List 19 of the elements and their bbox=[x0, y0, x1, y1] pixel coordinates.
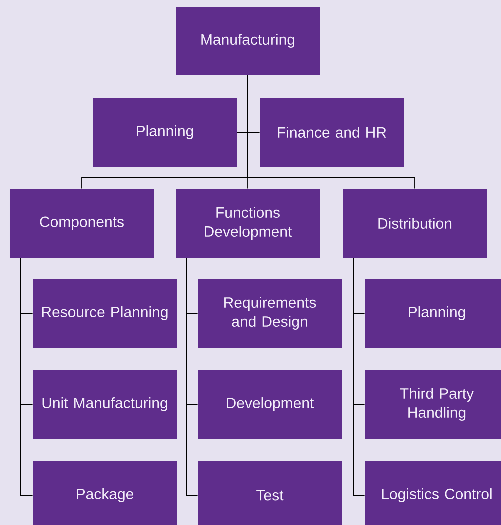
connector-line bbox=[353, 258, 366, 496]
org-box: Resource Planning bbox=[33, 279, 177, 348]
org-box: Test bbox=[198, 461, 342, 525]
org-box: Distribution bbox=[343, 189, 487, 258]
connector-line bbox=[248, 74, 416, 190]
org-box: Unit Manufacturing bbox=[33, 370, 177, 439]
org-box: Manufacturing bbox=[176, 7, 320, 75]
org-box: Requirements and Design bbox=[198, 279, 342, 348]
org-box: Logistics Control bbox=[365, 461, 501, 525]
org-box: Development bbox=[198, 370, 342, 439]
org-box: Components bbox=[10, 189, 154, 258]
connector-line bbox=[186, 258, 198, 496]
org-box: Third Party Handling bbox=[365, 370, 501, 439]
org-box: Package bbox=[33, 461, 177, 525]
org-box: Planning bbox=[365, 279, 501, 348]
org-box: Planning bbox=[93, 98, 237, 167]
connector-line bbox=[20, 258, 34, 496]
org-box: Functions Development bbox=[176, 189, 320, 258]
org-box: Finance and HR bbox=[260, 98, 404, 167]
